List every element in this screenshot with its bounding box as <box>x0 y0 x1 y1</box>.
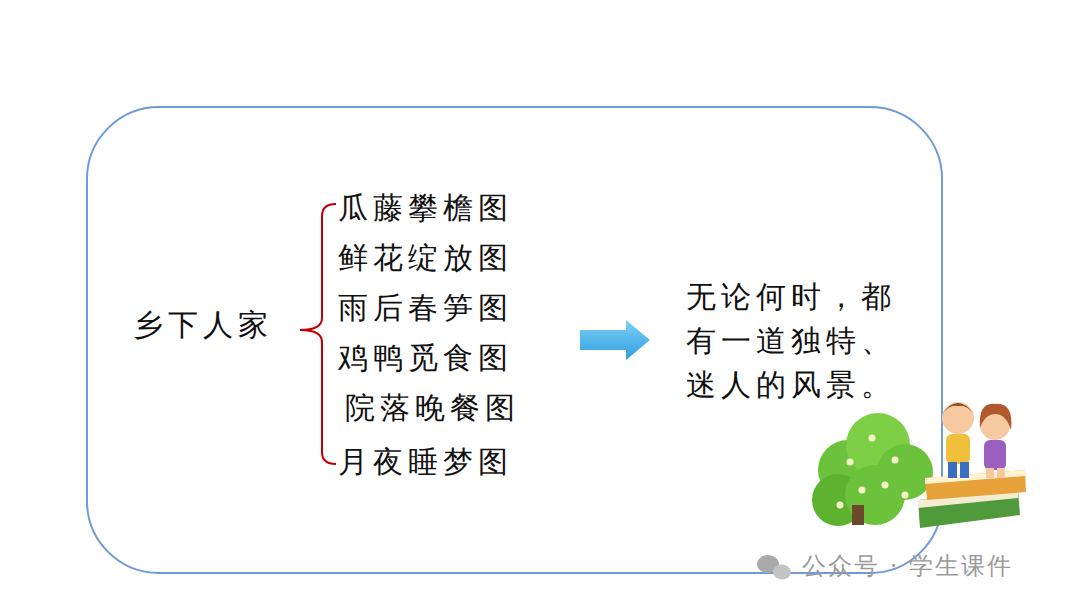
watermark-icon <box>757 555 791 580</box>
conclusion-text: 无论何时，都 有一道独特、 迷人的风景。 <box>686 275 908 407</box>
branch-item: 院落晚餐图 <box>345 390 520 426</box>
frame-outline <box>87 107 942 573</box>
right-arrow <box>580 320 650 360</box>
branch-item: 雨后春笋图 <box>338 290 513 326</box>
watermark: 公众号 · 学生课件 <box>802 552 1013 581</box>
branch-item: 鲜花绽放图 <box>338 240 513 276</box>
brace-bracket <box>300 204 336 464</box>
root-label: 乡下人家 <box>133 307 273 343</box>
branch-item: 月夜睡梦图 <box>338 444 513 480</box>
branch-item: 瓜藤攀檐图 <box>338 190 513 226</box>
cartoon-illustration <box>812 402 1026 528</box>
branch-item: 鸡鸭觅食图 <box>338 340 513 376</box>
